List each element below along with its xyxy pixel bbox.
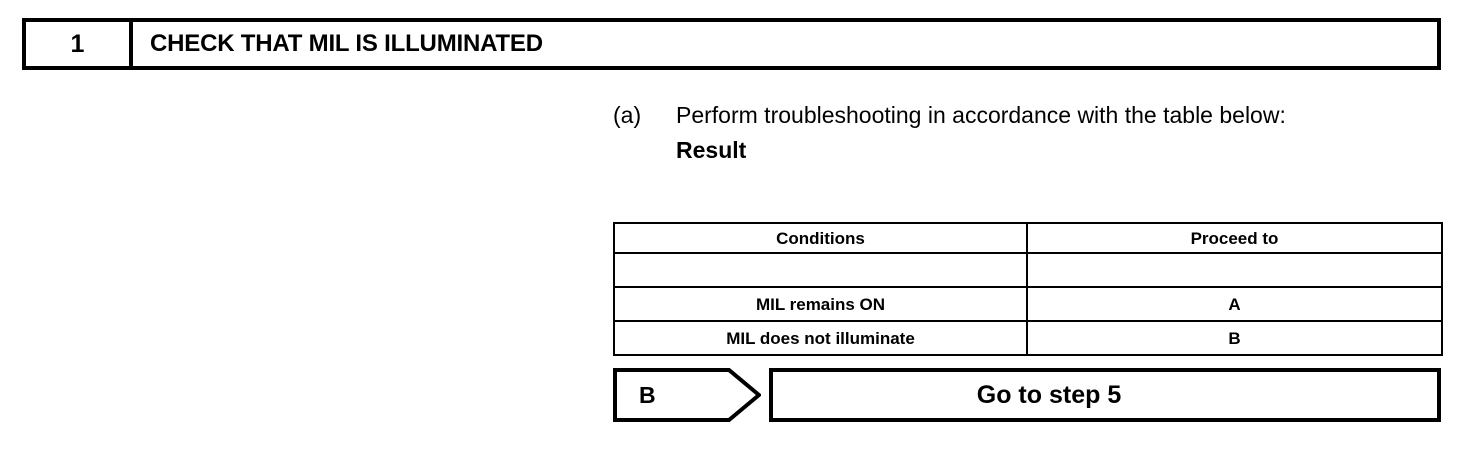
table-header-row: Conditions Proceed to	[613, 222, 1443, 254]
branch-action-label: Go to step 5	[976, 380, 1122, 409]
column-header-proceed-to: Proceed to	[1026, 222, 1443, 254]
table-row: MIL remains ON A	[613, 287, 1443, 322]
result-table-body: MIL remains ON A MIL does not illuminate…	[613, 253, 1443, 356]
pentagon-arrow-icon	[613, 368, 761, 422]
result-table-container: Conditions Proceed to MIL remains ON A M…	[613, 222, 1443, 356]
double-rule-left	[613, 253, 1028, 288]
table-row: MIL does not illuminate B	[613, 321, 1443, 356]
header-double-rule	[613, 253, 1443, 288]
row-condition: MIL does not illuminate	[613, 321, 1028, 356]
step-title: CHECK THAT MIL IS ILLUMINATED	[150, 30, 543, 57]
step-number: 1	[70, 29, 85, 58]
column-header-conditions: Conditions	[613, 222, 1028, 254]
result-table-head: Conditions Proceed to	[613, 222, 1443, 254]
row-proceed-to: B	[1026, 321, 1443, 356]
step-header: 1 CHECK THAT MIL IS ILLUMINATED	[22, 18, 1441, 70]
step-title-cell: CHECK THAT MIL IS ILLUMINATED	[133, 22, 1437, 66]
instruction-body: Perform troubleshooting in accordance wi…	[676, 98, 1443, 167]
instruction-block: (a) Perform troubleshooting in accordanc…	[613, 98, 1443, 167]
result-label: Result	[676, 137, 747, 163]
step-number-cell: 1	[26, 22, 133, 66]
branch-tag-arrow: B	[613, 368, 761, 422]
result-table: Conditions Proceed to MIL remains ON A M…	[613, 222, 1443, 356]
branch-action-box: Go to step 5	[769, 368, 1441, 422]
double-rule-right	[1026, 253, 1443, 288]
branch-row: B Go to step 5	[613, 368, 1441, 422]
instruction-text: Perform troubleshooting in accordance wi…	[676, 102, 1286, 128]
instruction-marker: (a)	[613, 102, 642, 128]
instruction-row: (a) Perform troubleshooting in accordanc…	[613, 98, 1443, 167]
row-condition: MIL remains ON	[613, 287, 1028, 322]
row-proceed-to: A	[1026, 287, 1443, 322]
branch-tag-label: B	[639, 381, 656, 408]
